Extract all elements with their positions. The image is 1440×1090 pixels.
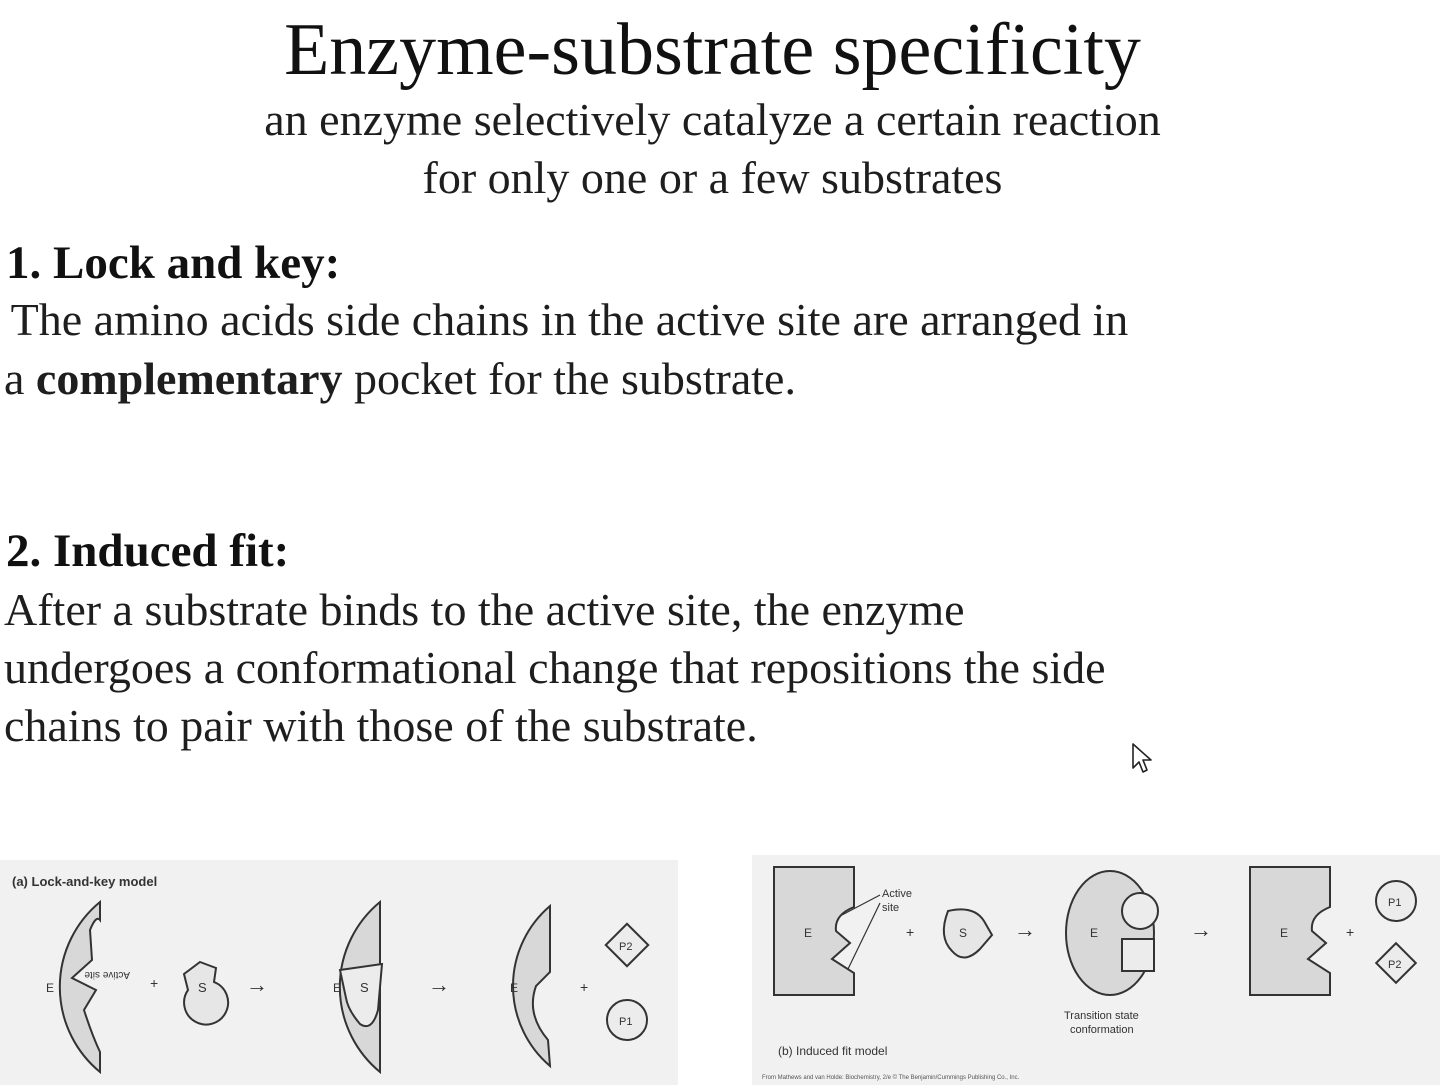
section1-heading: 1. Lock and key: [6, 237, 341, 289]
substrate-label: S [198, 980, 207, 995]
section1-line2-suffix: pocket for the substrate. [342, 353, 796, 404]
section1-line2: a complementary pocket for the substrate… [4, 350, 796, 408]
section2-line3: chains to pair with those of the substra… [4, 700, 758, 751]
induced-plus-sign-2: + [1346, 924, 1354, 940]
induced-enzyme-label: E [804, 926, 812, 940]
complex-enzyme-label: E [333, 981, 341, 995]
mouse-pointer-icon [1132, 743, 1152, 773]
section2-line1: After a substrate binds to the active si… [4, 584, 965, 635]
free-enzyme-label: E [510, 981, 518, 995]
induced-free-enzyme-label: E [1280, 926, 1288, 940]
figure-b-credit: From Mathews and van Holde: Biochemistry… [762, 1074, 1020, 1081]
transition-state-label-line2: conformation [1070, 1024, 1134, 1036]
induced-substrate-label: S [959, 926, 967, 940]
slide-subtitle-line1: an enzyme selectively catalyze a certain… [264, 94, 1161, 145]
induced-fit-figure: E Active site + S → E Transition state c… [752, 855, 1440, 1085]
product-1-label: P1 [619, 1016, 632, 1028]
induced-product-1-label: P1 [1388, 897, 1401, 909]
complementary-term: complementary [35, 353, 343, 404]
enzyme-label: E [46, 981, 54, 995]
induced-arrow-2: → [1190, 917, 1212, 942]
product-2-label: P2 [619, 941, 632, 953]
induced-product-2-label: P2 [1388, 959, 1401, 971]
section1-line1: The amino acids side chains in the activ… [0, 294, 1129, 345]
active-site-label-line2: site [882, 902, 899, 914]
complex-substrate-label: S [360, 980, 369, 995]
transition-state-label-line1: Transition state [1064, 1010, 1139, 1022]
arrow-2: → [428, 972, 450, 997]
plus-sign: + [150, 975, 158, 991]
arrow-1: → [246, 972, 268, 997]
figure-b-caption: (b) Induced fit model [778, 1044, 887, 1058]
induced-arrow-1: → [1014, 917, 1036, 942]
lock-and-key-figure: (a) Lock-and-key model E Active site + S… [0, 860, 678, 1085]
section2-heading: 2. Induced fit: [6, 525, 290, 577]
active-site-label-line1: Active [882, 888, 912, 900]
slide-subtitle-line2: for only one or a few substrates [422, 152, 1003, 203]
plus-sign-2: + [580, 979, 588, 995]
slide-title: Enzyme-substrate specificity [284, 9, 1141, 91]
induced-plus-sign: + [906, 924, 914, 940]
transition-enzyme-label: E [1090, 926, 1098, 940]
section1-line2-prefix: a [4, 353, 36, 404]
active-site-label: Active site [84, 969, 130, 980]
section2-line2: undergoes a conformational change that r… [4, 642, 1106, 693]
figure-a-caption: (a) Lock-and-key model [12, 874, 157, 889]
